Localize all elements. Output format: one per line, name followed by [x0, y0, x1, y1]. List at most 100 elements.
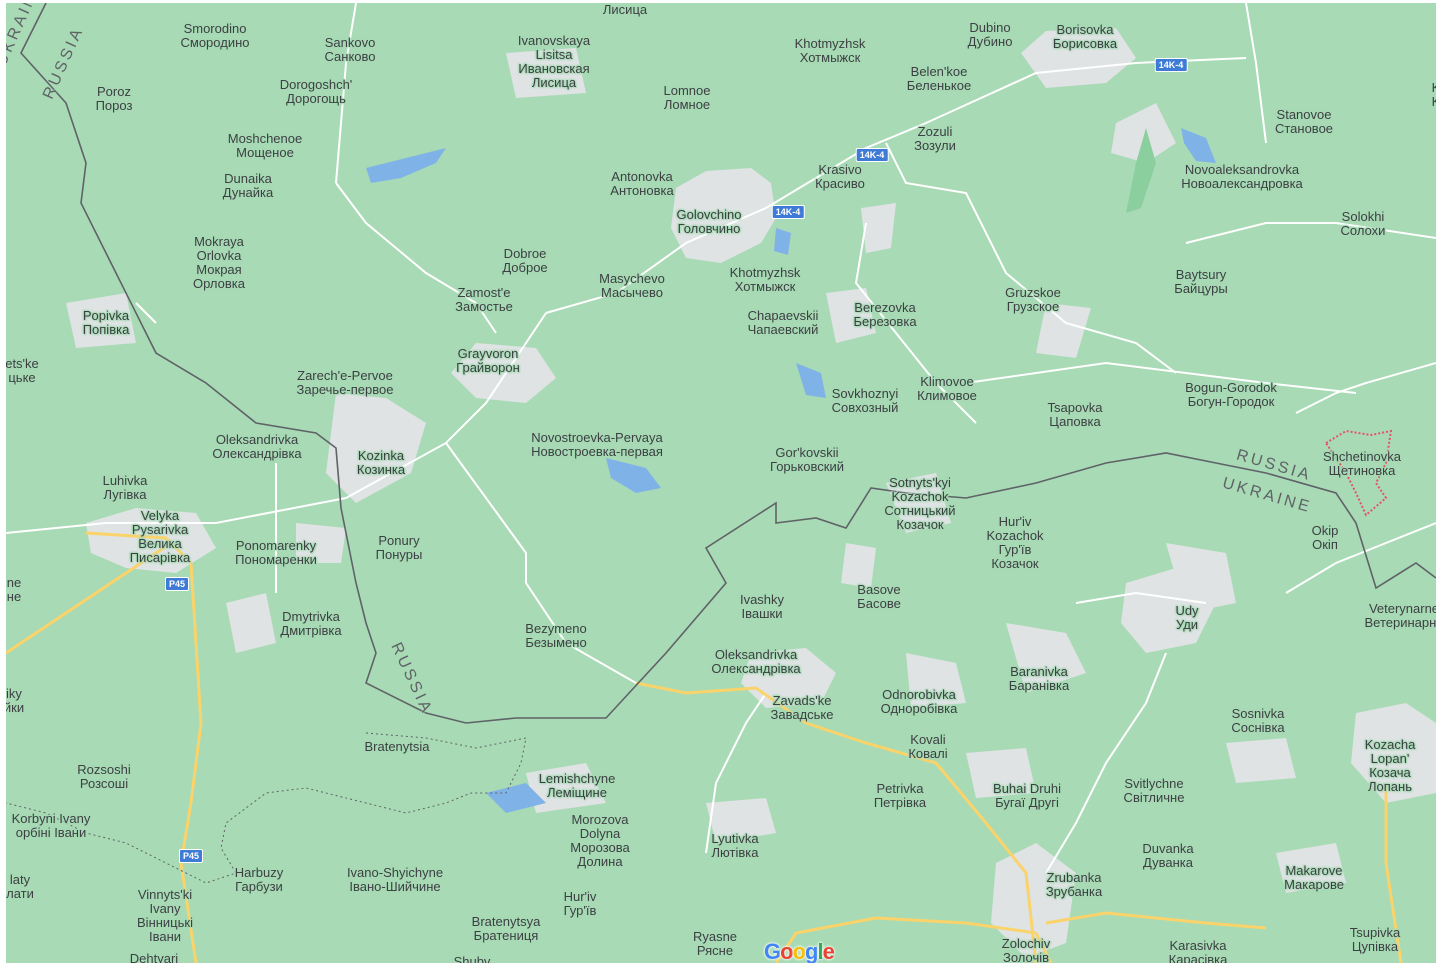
- place-label[interactable]: Bratenytsia: [364, 740, 429, 754]
- minor-road: [965, 361, 1357, 394]
- place-label[interactable]: Dehtyari: [130, 952, 178, 964]
- place-label-line: Мокрая: [196, 262, 242, 277]
- place-label-line: Дубино: [967, 34, 1013, 49]
- place-label-line: Lisitsa: [535, 47, 573, 62]
- place-label-line: Лугівка: [103, 487, 147, 502]
- place-label[interactable]: Shuby: [454, 955, 491, 964]
- place-label[interactable]: Dorogoshch'Дорогощь: [280, 78, 353, 106]
- place-label-line: Дунайка: [222, 185, 274, 200]
- place-label[interactable]: KK: [1432, 81, 1436, 109]
- minor-road: [1045, 652, 1167, 874]
- place-label-line: Гарбузи: [235, 879, 283, 894]
- place-label[interactable]: Лисица: [603, 3, 647, 17]
- highway-shield: P45: [164, 577, 190, 591]
- place-label-line: Пономаренки: [235, 552, 317, 567]
